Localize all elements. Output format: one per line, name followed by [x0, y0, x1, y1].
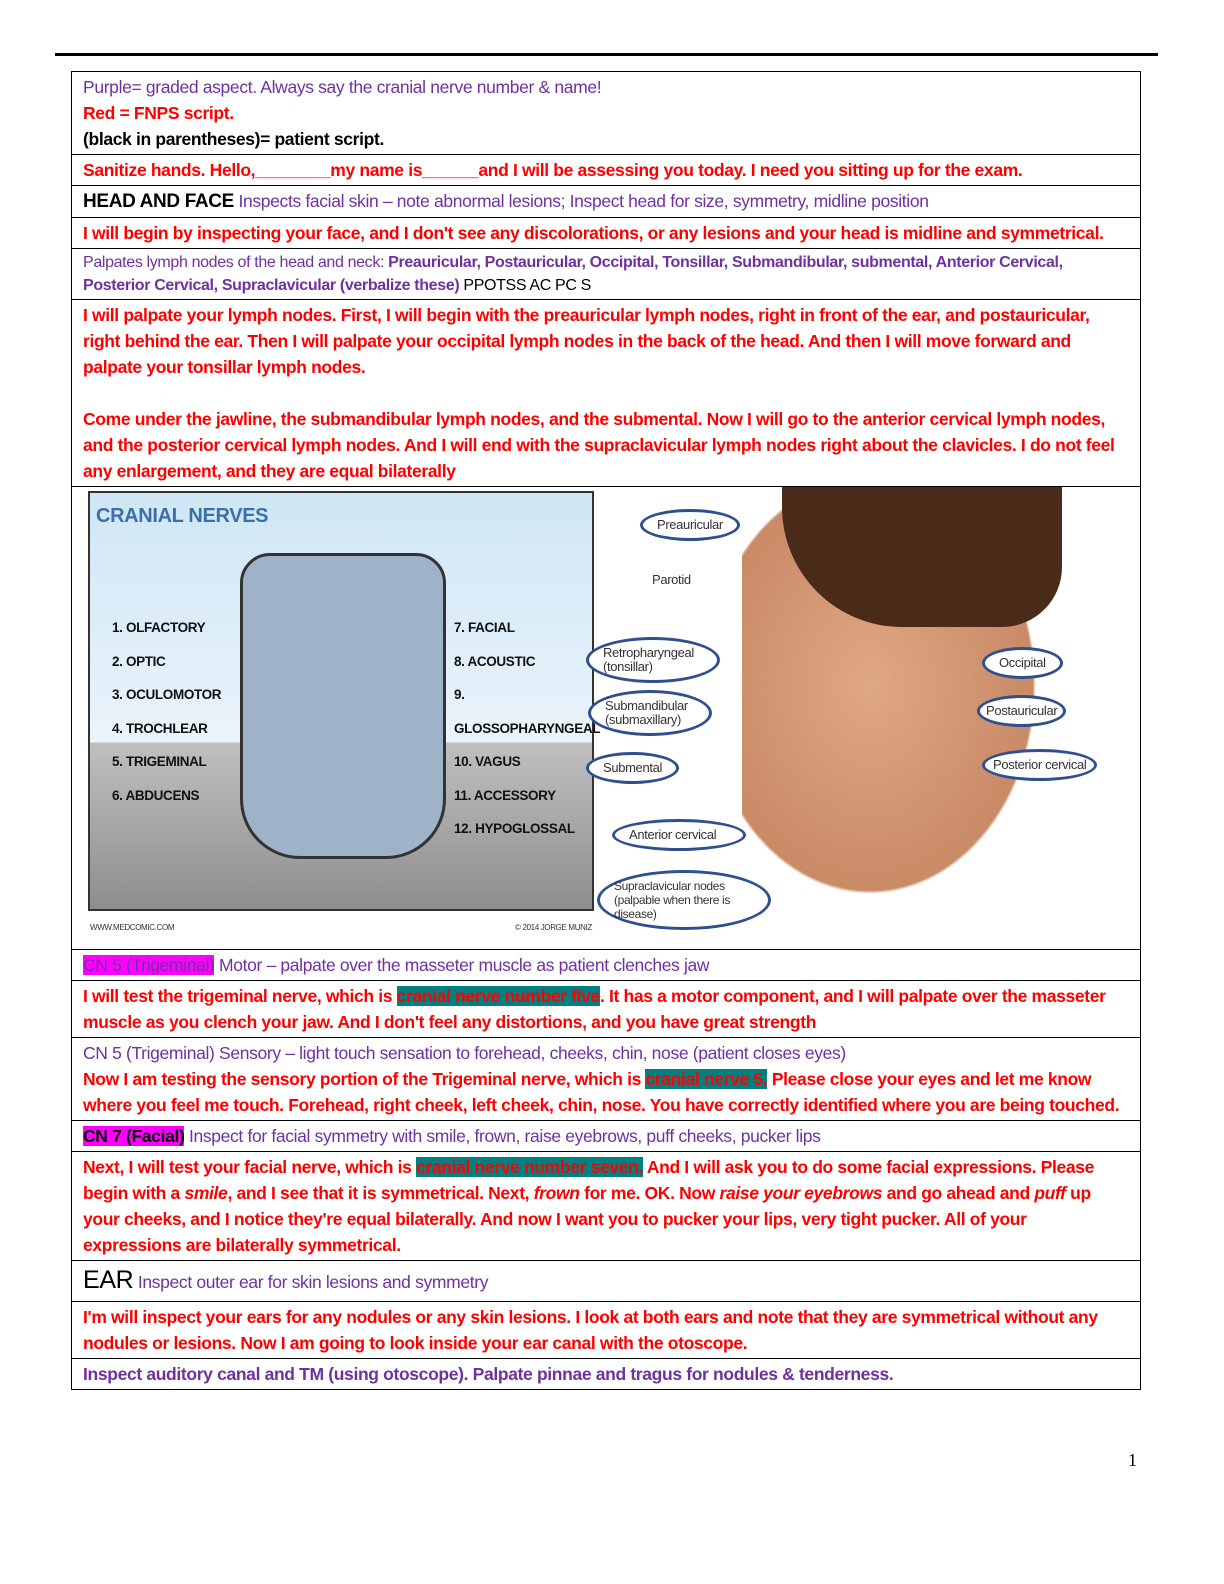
ear-text: Inspect outer ear for skin lesions and s… [133, 1272, 489, 1292]
script-em: raise your eyebrows [719, 1183, 883, 1203]
cn-item: 1. OLFACTORY [112, 620, 206, 635]
cn7-text: Inspect for facial symmetry with smile, … [184, 1126, 821, 1146]
head-face-text: Inspects facial skin – note abnormal les… [238, 191, 929, 211]
lymph-script: I will palpate your lymph nodes. First, … [72, 300, 1140, 487]
ear-script: I'm will inspect your ears for any nodul… [72, 1302, 1140, 1359]
legend-purple: Purple= graded aspect. Always say the cr… [83, 77, 602, 97]
script-em: frown [533, 1183, 580, 1203]
label-anterior-cervical: Anterior cervical [612, 819, 746, 851]
script-text: Now I am testing the sensory portion of … [83, 1069, 646, 1089]
cn5-sensory-text: CN 5 (Trigeminal) Sensory – light touch … [83, 1043, 846, 1063]
cn-item: 10. VAGUS [454, 754, 521, 769]
label-preauricular: Preauricular [640, 509, 740, 541]
legend-red: Red = FNPS script. [83, 103, 234, 123]
head-face-row: HEAD AND FACE Inspects facial skin – not… [72, 186, 1140, 218]
ear-heading: EAR [83, 1266, 134, 1294]
lymph-mnemonic: PPOTSS AC PC S [459, 277, 591, 294]
script-text: up your cheeks, and I notice they're equ… [83, 1183, 1091, 1255]
script-text: and go ahead and [882, 1183, 1035, 1203]
script-text: , and I see that it is symmetrical. Next… [227, 1183, 534, 1203]
ear-canal-row: Inspect auditory canal and TM (using oto… [72, 1359, 1140, 1390]
label-submental: Submental [586, 752, 679, 784]
script-text: Please close your eyes and let me know w… [83, 1069, 1120, 1115]
header-rule [55, 53, 1158, 56]
cn5-tag: CN 5 (Trigeminal) [83, 955, 215, 975]
cn-item: 6. ABDUCENS [112, 787, 200, 803]
script-text: . It has a motor component, and I will p… [83, 986, 1106, 1032]
images-row: CRANIAL NERVES 1. OLFACTORY 2. OPTIC 3. OC… [72, 487, 1140, 950]
cn7-tag: CN 7 (Facial) [83, 1126, 185, 1146]
cn5-sensory-row: CN 5 (Trigeminal) Sensory – light touch … [72, 1038, 1140, 1121]
label-occipital: Occipital [982, 647, 1063, 679]
cranial-image-title: CRANIAL NERVES [96, 505, 269, 527]
cn-item: 11. ACCESSORY [454, 787, 556, 803]
cn5-motor-script: I will test the trigeminal nerve, which … [72, 981, 1140, 1038]
head-face-heading: HEAD AND FACE [83, 191, 234, 212]
label-postauricular: Postauricular [977, 695, 1067, 727]
cn-item: 7. FACIAL [454, 620, 515, 635]
cranial-list-right: 7. FACIAL 8. ACOUSTIC 9. GLOSSOPHARYNGEAL 1… [454, 611, 601, 846]
lymph-list: Preauricular, Postauricular, Occipital, … [83, 254, 1063, 294]
label-submandibular: Submandibular (submaxillary) [588, 690, 712, 736]
cn-item: 8. ACOUSTIC [454, 653, 536, 669]
image-copyright: © 2014 JORGE MUNIZ [515, 923, 592, 932]
robot-illustration [240, 553, 446, 859]
cn-item: 12. HYPOGLOSSAL [454, 821, 575, 836]
legend-black: (black in parentheses)= patient script. [83, 129, 384, 149]
script-text: And I will ask you to do some facial exp… [83, 1157, 1095, 1203]
page-number: 1 [1128, 1450, 1137, 1470]
cranial-nerves-image: CRANIAL NERVES 1. OLFACTORY 2. OPTIC 3. OC… [88, 491, 601, 932]
script-text: for me. OK. Now [579, 1183, 720, 1203]
lymph-text: Palpates lymph nodes of the head and nec… [83, 254, 389, 271]
cn5-motor-text: Motor – palpate over the masseter muscle… [214, 955, 710, 975]
highlight: cranial nerve 5. [645, 1069, 768, 1089]
cn-item: 9. GLOSSOPHARYNGEAL [454, 687, 601, 736]
cn-item: 5. TRIGEMINAL [112, 754, 207, 769]
legend-row: Purple= graded aspect. Always say the cr… [72, 72, 1140, 155]
cn5-motor-row: CN 5 (Trigeminal) Motor – palpate over t… [72, 950, 1140, 981]
label-supraclavicular: Supraclavicular nodes (palpable when the… [597, 870, 771, 930]
image-site: WWW.MEDCOMIC.COM [90, 923, 175, 932]
lymph-script-2: Come under the jawline, the submandibula… [83, 409, 1115, 481]
label-posterior-cervical: Posterior cervical [982, 749, 1098, 781]
exam-table: Purple= graded aspect. Always say the cr… [71, 71, 1141, 1390]
intro-script: Sanitize hands. Hello,________my name is… [72, 155, 1140, 186]
label-retropharyngeal: Retropharyngeal (tonsillar) [586, 637, 720, 683]
cn-item: 3. OCULOMOTOR [112, 687, 222, 702]
cranial-list-left: 1. OLFACTORY 2. OPTIC 3. OCULOMOTOR 4. TROC… [112, 611, 222, 812]
script-em: puff [1034, 1183, 1066, 1203]
cn7-row: CN 7 (Facial) Inspect for facial symmetr… [72, 1121, 1140, 1152]
script-text: I will test the trigeminal nerve, which … [83, 986, 397, 1006]
lymph-nodes-image: Preauricular Parotid Retropharyngeal (to… [586, 487, 1122, 930]
cn7-script: Next, I will test your facial nerve, whi… [72, 1152, 1140, 1261]
script-em: smile [184, 1183, 228, 1203]
highlight: cranial nerve number seven. [416, 1157, 643, 1177]
label-parotid: Parotid [652, 572, 691, 587]
lymph-row: Palpates lymph nodes of the head and nec… [72, 249, 1140, 300]
script-text: Next, I will test your facial nerve, whi… [83, 1157, 417, 1177]
lymph-script-1: I will palpate your lymph nodes. First, … [83, 305, 1090, 377]
ear-row: EAR Inspect outer ear for skin lesions a… [72, 1261, 1140, 1302]
cn-item: 4. TROCHLEAR [112, 720, 208, 736]
cn-item: 2. OPTIC [112, 653, 166, 669]
head-script: I will begin by inspecting your face, an… [72, 218, 1140, 249]
highlight: cranial nerve number five [396, 986, 600, 1006]
